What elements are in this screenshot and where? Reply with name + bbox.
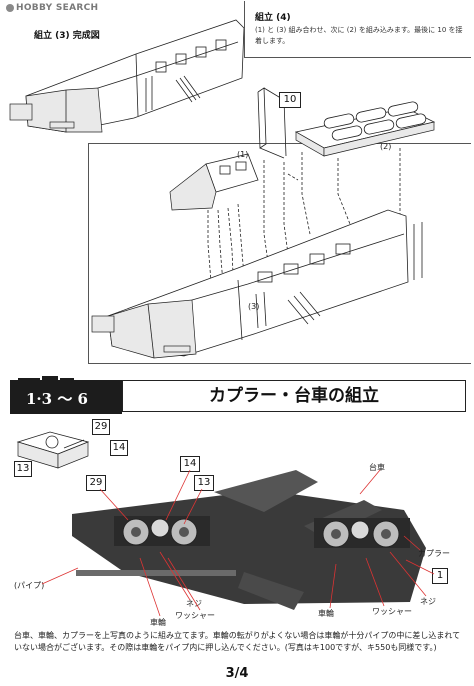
small-part-14: 14 (110, 440, 128, 456)
hobby-search-logo: HOBBY SEARCH (6, 3, 98, 13)
page-number: 3/4 (225, 666, 249, 681)
section-tag: 1·3 ～ 6 (26, 390, 88, 408)
assembly-description: 台車、車輪、カプラーを上写真のように組み立てます。車輪の転がりがよくない場合は車… (14, 631, 461, 652)
assembly4-exploded-diagram (91, 87, 436, 359)
logo-text: HOBBY SEARCH (16, 3, 99, 13)
locomotive-silhouette-icon (18, 376, 74, 383)
label-neji-left: ネジ (186, 599, 202, 608)
label-washer-right: ワッシャー (372, 607, 412, 616)
label-sharin-right: 車輪 (318, 609, 334, 618)
assembly3-drawing (9, 19, 245, 133)
label-coupler: カプラー (418, 549, 450, 558)
assembly3-title: 組立 (3) 完成図 (34, 31, 100, 41)
photo-part-13: 13 (194, 475, 214, 491)
section-title-box (122, 380, 466, 412)
label-sharin-left: 車輪 (150, 618, 166, 627)
assembly4-title: 組立 (4) (255, 13, 291, 23)
label-part-2: (2) (380, 142, 392, 151)
label-pipe: (パイプ) (14, 581, 45, 590)
photo-part-1: 1 (432, 568, 448, 584)
assembly4-diagram-frame (88, 143, 471, 364)
assembly4-caption-box (244, 1, 471, 58)
assembly4-instructions: (1) と (3) 組み合わせ、次に (2) を組み込みます。最後に 10 を接… (255, 26, 463, 45)
small-part-29: 29 (92, 419, 110, 435)
photo-part-29: 29 (86, 475, 106, 491)
logo-icon (6, 4, 14, 12)
label-washer-left: ワッシャー (175, 611, 215, 620)
label-part-1: (1) (237, 150, 249, 159)
small-part-13: 13 (14, 461, 32, 477)
label-daisha: 台車 (369, 463, 385, 472)
label-part-10: 10 (279, 92, 301, 108)
section-title: カプラー・台車の組立 (209, 386, 379, 406)
photo-leader-lines (41, 469, 435, 617)
label-part-3: (3) (248, 302, 260, 311)
section-tag-background (10, 380, 122, 414)
coupler-parts-drawing (16, 431, 90, 469)
truck-assembly-photo (72, 470, 426, 610)
photo-part-14: 14 (180, 456, 200, 472)
label-neji-right: ネジ (420, 597, 436, 606)
